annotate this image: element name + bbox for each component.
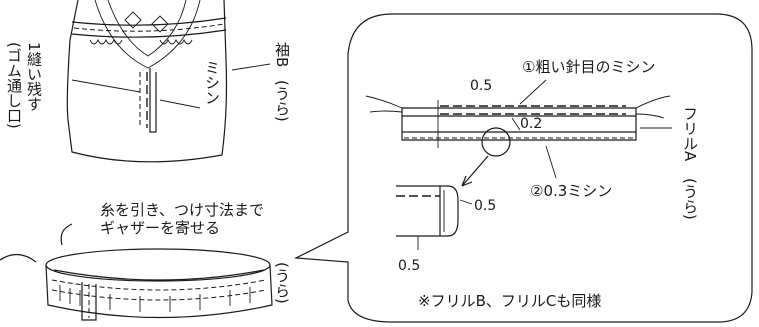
step2-label: ②0.3ミシン [530,182,612,200]
dim-05-detail-right: 0.5 [474,198,496,214]
note-label: ※フリルB、フリルCも同様 [418,292,601,310]
pull-thread-line1: 糸を引き、つけ寸法まで [100,201,264,219]
speech-bubble [293,13,753,323]
ura-frill-label: (うら) [681,178,699,220]
sleeve-illustration [66,0,271,163]
step1-label: ①粗い針目のミシン [522,58,655,76]
elastic-opening-label: (ゴム通し口) [5,42,23,129]
frill-a-label: フリルA [681,106,699,162]
dim-02: 0.2 [520,116,542,132]
dim-05-top: 0.5 [470,78,492,94]
pull-thread-line2: ギャザーを寄せる [100,219,220,237]
frill-a-illustration [365,79,672,187]
leave-gap-label: 1縫い残す [25,42,43,112]
gathered-band-illustration [0,223,273,321]
sleeve-b-label: 袖B [273,42,291,67]
ura-sleeve-label: (うら) [273,80,291,122]
machine-sew-label: ミシン [203,60,221,105]
ura-band-label: (うら) [273,262,291,304]
frill-edge-detail [396,185,473,250]
dim-05-detail-bottom: 0.5 [398,258,420,274]
